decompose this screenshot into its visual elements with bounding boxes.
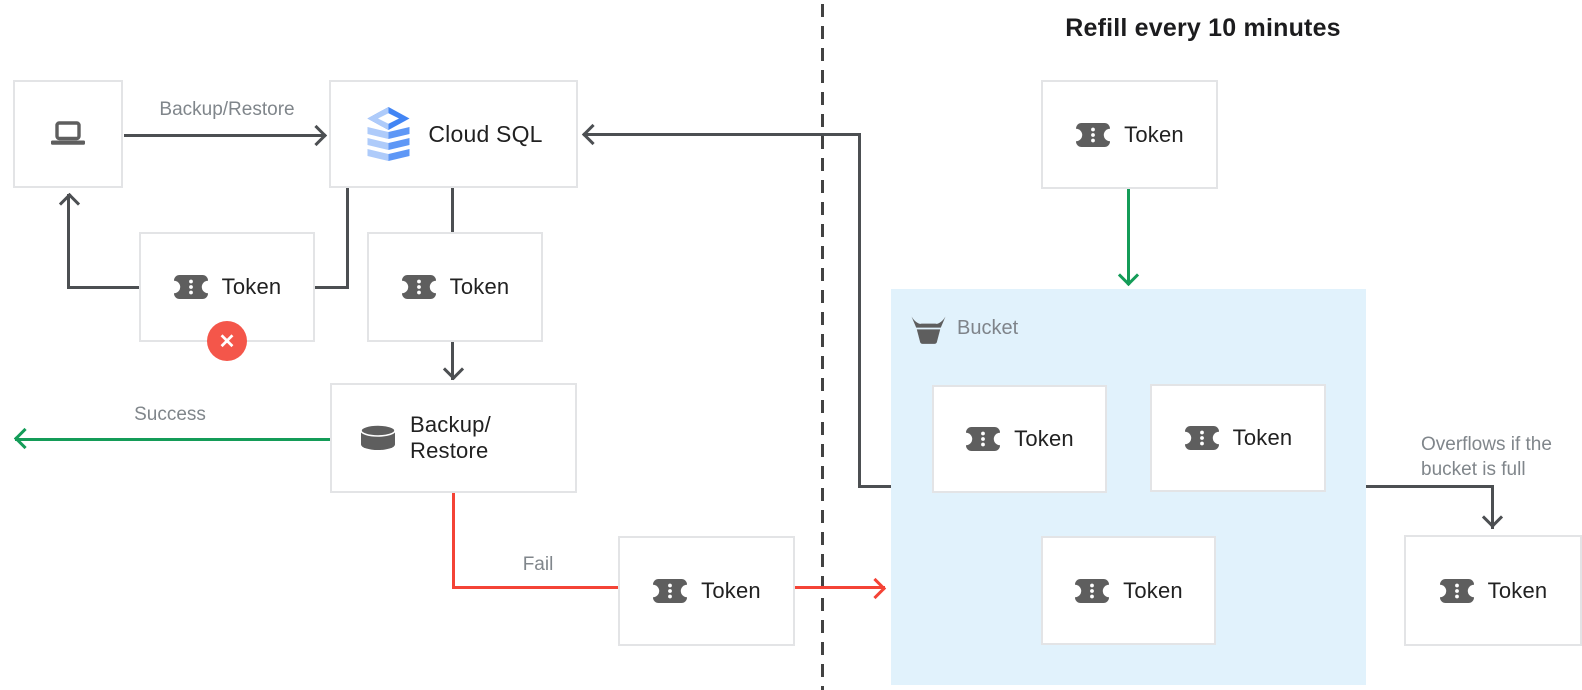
edge-label-overflow: Overflows if the bucket is full	[1421, 432, 1552, 482]
diagram-title: Refill every 10 minutes	[1065, 14, 1341, 42]
token-box-cloudsql: Token	[367, 232, 543, 342]
token-icon	[1183, 426, 1220, 450]
token-label: Token	[1232, 425, 1293, 450]
token-label: Token	[1123, 577, 1183, 603]
edge-client-to-cloudsql-line	[124, 134, 325, 137]
arrowhead-refill-down	[1117, 264, 1140, 287]
token-box-overflow: Token	[1404, 535, 1582, 646]
bucket-header: Bucket	[910, 313, 1018, 344]
edge-fail-line-v	[452, 493, 455, 589]
edge-token-to-client-line-v	[67, 194, 70, 289]
edge-overflow-line-v	[1491, 485, 1494, 529]
token-box-bucket-3: Token	[1041, 536, 1216, 645]
backup-restore-label-line1: Backup/	[410, 412, 491, 437]
token-label: Token	[1014, 426, 1074, 451]
token-icon	[1074, 578, 1111, 603]
token-label: Token	[1487, 577, 1548, 603]
arrowhead-success-left	[13, 427, 36, 450]
edge-label-success: Success	[134, 404, 206, 425]
token-label: Token	[701, 578, 761, 603]
token-icon	[652, 579, 689, 603]
token-label: Token	[1124, 121, 1184, 147]
backup-restore-node: Backup/ Restore	[330, 383, 577, 493]
arrowhead-fail-right	[864, 577, 887, 600]
edge-token-to-client-line-h	[68, 286, 140, 289]
edge-refill-line	[1127, 189, 1130, 285]
edge-bucket-to-cloudsql-line-h2	[858, 485, 891, 488]
edge-overflow-line-h	[1366, 485, 1494, 488]
token-label: Token	[449, 274, 510, 299]
token-box-bucket-2: Token	[1150, 384, 1326, 492]
token-box-bucket-1: Token	[932, 385, 1107, 493]
edge-cloudsql-to-token-line	[451, 188, 454, 232]
arrowhead-into-overflow-down	[1481, 506, 1504, 529]
edge-bucket-to-cloudsql-line-v	[858, 133, 861, 488]
token-label: Token	[221, 274, 282, 299]
edge-fail-line-h	[452, 586, 618, 589]
token-box-fail: Token	[618, 536, 795, 646]
token-icon	[400, 275, 437, 299]
token-icon	[965, 427, 1002, 451]
backup-restore-label: Backup/ Restore	[410, 412, 491, 464]
edge-label-backup-restore: Backup/Restore	[159, 99, 295, 120]
error-x-symbol: ✕	[218, 330, 236, 353]
cloud-sql-label: Cloud SQL	[428, 120, 543, 147]
edge-label-overflow-line1: Overflows if the	[1421, 434, 1552, 455]
token-box-refill: Token	[1041, 80, 1218, 189]
arrowhead-into-cloudsql-right	[305, 124, 328, 147]
edge-token-to-cloudsql-line-v	[346, 188, 349, 289]
edge-token-to-cloudsql-line-h	[315, 286, 348, 289]
client-node	[13, 80, 123, 188]
edge-label-fail: Fail	[522, 554, 554, 575]
cloud-sql-icon	[367, 107, 410, 161]
token-icon	[172, 275, 209, 299]
edge-success-line	[15, 438, 330, 441]
laptop-icon	[51, 121, 85, 145]
error-x-badge: ✕	[207, 321, 247, 361]
bucket-label: Bucket	[957, 317, 1019, 339]
edge-label-overflow-line2: bucket is full	[1421, 459, 1526, 480]
backup-restore-label-line2: Restore	[410, 438, 489, 463]
edge-token-to-backup-line	[451, 342, 454, 380]
divider-dashed-line	[821, 4, 824, 690]
token-icon	[1438, 578, 1475, 603]
edge-fail-to-bucket-line	[795, 586, 885, 589]
cloud-sql-node: Cloud SQL	[329, 80, 578, 188]
edge-bucket-to-cloudsql-line-h	[583, 133, 861, 136]
bucket-icon	[911, 316, 946, 344]
token-icon	[1075, 122, 1112, 147]
arrowhead-into-backup-down	[442, 358, 465, 381]
arrowhead-into-cloudsql-left	[581, 123, 604, 146]
database-icon	[360, 424, 396, 450]
arrowhead-into-client-up	[58, 192, 81, 215]
